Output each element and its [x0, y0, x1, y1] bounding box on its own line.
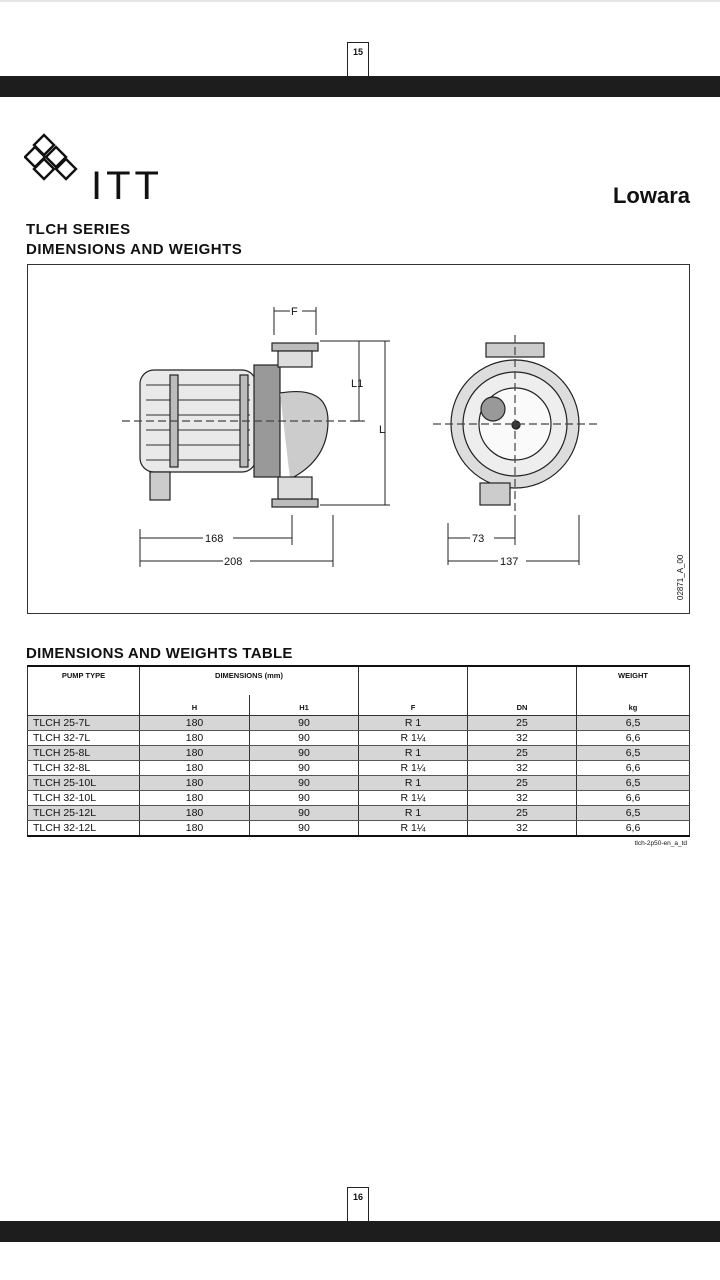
cell-h1: 90 [248, 790, 360, 806]
cell-f: R 1¼ [358, 760, 469, 776]
cell-h: 180 [139, 790, 250, 806]
cell-h: 180 [139, 715, 250, 731]
cell-f: R 1¼ [358, 730, 469, 746]
cell-f: R 1¼ [358, 790, 469, 806]
dim-168-label: 168 [205, 533, 223, 545]
series-title: TLCH SERIES [26, 221, 131, 238]
cell-type: TLCH 32-12L [27, 820, 140, 837]
table-footer-code: tlch-2p50-en_a_td [634, 840, 687, 847]
page-number-top: 15 [347, 42, 369, 77]
cell-f: R 1 [358, 805, 469, 821]
cell-h1: 90 [248, 730, 360, 746]
cell-dn: 32 [467, 760, 578, 776]
cell-h: 180 [139, 745, 250, 761]
page-number-bottom: 16 [347, 1187, 369, 1222]
header-dimensions: DIMENSIONS (mm) [138, 665, 360, 695]
cell-type: TLCH 25-12L [27, 805, 140, 821]
cell-h: 180 [139, 775, 250, 791]
cell-f: R 1 [358, 715, 469, 731]
drawing-code: 02871_A_00 [676, 554, 685, 600]
cell-dn: 32 [467, 730, 578, 746]
cell-h: 180 [139, 730, 250, 746]
cell-kg: 6,6 [576, 820, 691, 837]
cell-type: TLCH 32-7L [27, 730, 140, 746]
cell-type: TLCH 25-7L [27, 715, 140, 731]
cell-type: TLCH 25-8L [27, 745, 140, 761]
brand-name: ITT [91, 164, 163, 208]
cell-dn: 25 [467, 745, 578, 761]
cell-dn: 25 [467, 775, 578, 791]
cell-h1: 90 [248, 745, 360, 761]
dim-137-label: 137 [500, 556, 518, 568]
cell-f: R 1¼ [358, 820, 469, 837]
cell-type: TLCH 25-10L [27, 775, 140, 791]
cell-kg: 6,5 [576, 775, 691, 791]
dim-f-label: F [291, 306, 298, 318]
cell-h: 180 [139, 805, 250, 821]
dim-l1-label: L1 [351, 378, 363, 390]
page-separator-bottom [0, 1221, 720, 1242]
cell-h1: 90 [248, 775, 360, 791]
cell-dn: 25 [467, 805, 578, 821]
cell-dn: 32 [467, 790, 578, 806]
pump-drawing-icon: F L1 L 168 208 73 137 [122, 306, 598, 568]
brand-lowara: Lowara [612, 183, 690, 208]
cell-h1: 90 [248, 805, 360, 821]
cell-kg: 6,6 [576, 730, 691, 746]
dim-208-label: 208 [224, 556, 242, 568]
header-weight: WEIGHT [576, 665, 691, 695]
cell-kg: 6,5 [576, 715, 691, 731]
section-title: DIMENSIONS AND WEIGHTS [26, 241, 243, 258]
cell-dn: 32 [467, 820, 578, 837]
table-title: DIMENSIONS AND WEIGHTS TABLE [26, 645, 293, 662]
dim-l-label: L [379, 424, 385, 436]
top-edge [0, 0, 720, 2]
header-h: H [139, 695, 250, 716]
cell-f: R 1 [358, 775, 469, 791]
dimensions-table: PUMP TYPE DIMENSIONS (mm) WEIGHT H H1 F … [27, 665, 691, 837]
cell-kg: 6,5 [576, 745, 691, 761]
cell-h1: 90 [248, 760, 360, 776]
page-separator-top [0, 76, 720, 97]
cell-f: R 1 [358, 745, 469, 761]
cell-kg: 6,6 [576, 790, 691, 806]
header-kg: kg [576, 695, 691, 716]
cell-kg: 6,6 [576, 760, 691, 776]
header-dn: DN [467, 695, 578, 716]
itt-logo-icon [24, 133, 78, 181]
cell-kg: 6,5 [576, 805, 691, 821]
cell-h1: 90 [248, 715, 360, 731]
cell-h1: 90 [248, 820, 360, 837]
header-f: F [358, 695, 469, 716]
header-h1: H1 [248, 695, 360, 716]
header-pump-type: PUMP TYPE [27, 665, 140, 695]
cell-h: 180 [139, 760, 250, 776]
cell-type: TLCH 32-10L [27, 790, 140, 806]
dim-73-label: 73 [472, 533, 484, 545]
technical-drawing: F L1 L 168 208 73 137 [27, 264, 690, 614]
cell-h: 180 [139, 820, 250, 837]
cell-dn: 25 [467, 715, 578, 731]
cell-type: TLCH 32-8L [27, 760, 140, 776]
